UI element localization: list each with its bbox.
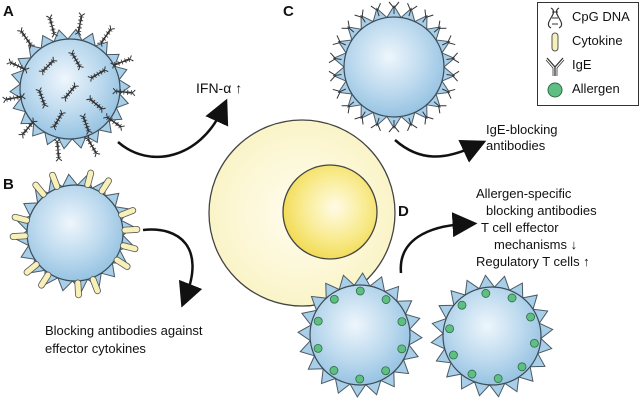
cytokine-marker (75, 280, 82, 298)
particle-body (20, 39, 120, 139)
legend-label-cpg: CpG DNA (572, 9, 630, 24)
blocking-cytokines-label-1: Blocking antibodies against (45, 323, 203, 339)
allergen-marker (482, 289, 490, 297)
allergen-marker (398, 318, 406, 326)
d-label-line1: Allergen-specific (476, 186, 571, 202)
particle-body (27, 185, 123, 281)
d-label-line2: blocking antibodies (486, 203, 597, 219)
d-label-line3: T cell effector (481, 220, 559, 236)
allergen-marker (458, 301, 466, 309)
d-label-line4: mechanisms ↓ (494, 237, 577, 253)
allergen-marker (330, 295, 338, 303)
arrow-a (118, 110, 222, 157)
arrow-d (401, 224, 465, 273)
allergen-marker (330, 366, 338, 374)
dna-icon (542, 7, 568, 29)
legend-label-cytokine: Cytokine (572, 33, 623, 48)
allergen-marker (449, 351, 457, 359)
allergen-marker (314, 317, 322, 325)
legend-item-cpg: CpG DNA (542, 7, 638, 27)
particle-c-ige (329, 2, 459, 132)
ifn-alpha-label: IFN-α ↑ (196, 80, 242, 96)
allergen-marker (518, 363, 526, 371)
allergen-marker (508, 294, 516, 302)
allergen-marker (382, 367, 390, 375)
legend-label-allergen: Allergen (572, 81, 620, 96)
legend-item-ige: IgE (542, 55, 638, 75)
particle-d2-allergen (431, 275, 552, 396)
cell-nucleus (283, 165, 377, 259)
cpg-dna-strand (17, 27, 35, 48)
particle-a-cpg (3, 13, 136, 162)
panel-label-d: D (398, 203, 409, 220)
ige-blocking-label-1: IgE-blocking (486, 122, 558, 138)
legend-item-cytokine: Cytokine (542, 31, 638, 51)
allergen-marker (468, 370, 476, 378)
panel-label-b: B (3, 176, 14, 193)
blocking-cytokines-label-2: effector cytokines (45, 341, 146, 357)
particle-b-cytokine (10, 169, 140, 298)
allergen-icon (542, 79, 568, 101)
panel-label-a: A (3, 3, 14, 20)
legend-label-ige: IgE (572, 57, 592, 72)
particle-body (344, 17, 444, 117)
allergen-marker (494, 375, 502, 383)
allergen-marker (356, 287, 364, 295)
arrow-b (143, 230, 193, 296)
allergen-marker (527, 313, 535, 321)
cpg-dna-strand (46, 15, 57, 38)
ige-antibody-icon (542, 55, 568, 77)
cytokine-marker (122, 226, 140, 233)
legend-item-allergen: Allergen (542, 79, 638, 99)
ige-blocking-label-2: antibodies (486, 138, 545, 154)
allergen-marker (530, 339, 538, 347)
allergen-marker (398, 345, 406, 353)
antigen-presenting-cell (209, 120, 395, 306)
cytokine-marker (10, 233, 28, 240)
panel-label-c: C (283, 3, 294, 20)
allergen-marker (446, 325, 454, 333)
cytokine-icon (542, 31, 568, 53)
d-label-line5: Regulatory T cells ↑ (476, 254, 590, 270)
arrow-c (395, 140, 475, 157)
allergen-marker (314, 344, 322, 352)
allergen-marker (356, 375, 364, 383)
particle-body (310, 285, 410, 385)
allergen-marker (382, 296, 390, 304)
particle-body (443, 287, 541, 385)
legend: CpG DNA Cytokine IgE Allergen (537, 2, 639, 106)
